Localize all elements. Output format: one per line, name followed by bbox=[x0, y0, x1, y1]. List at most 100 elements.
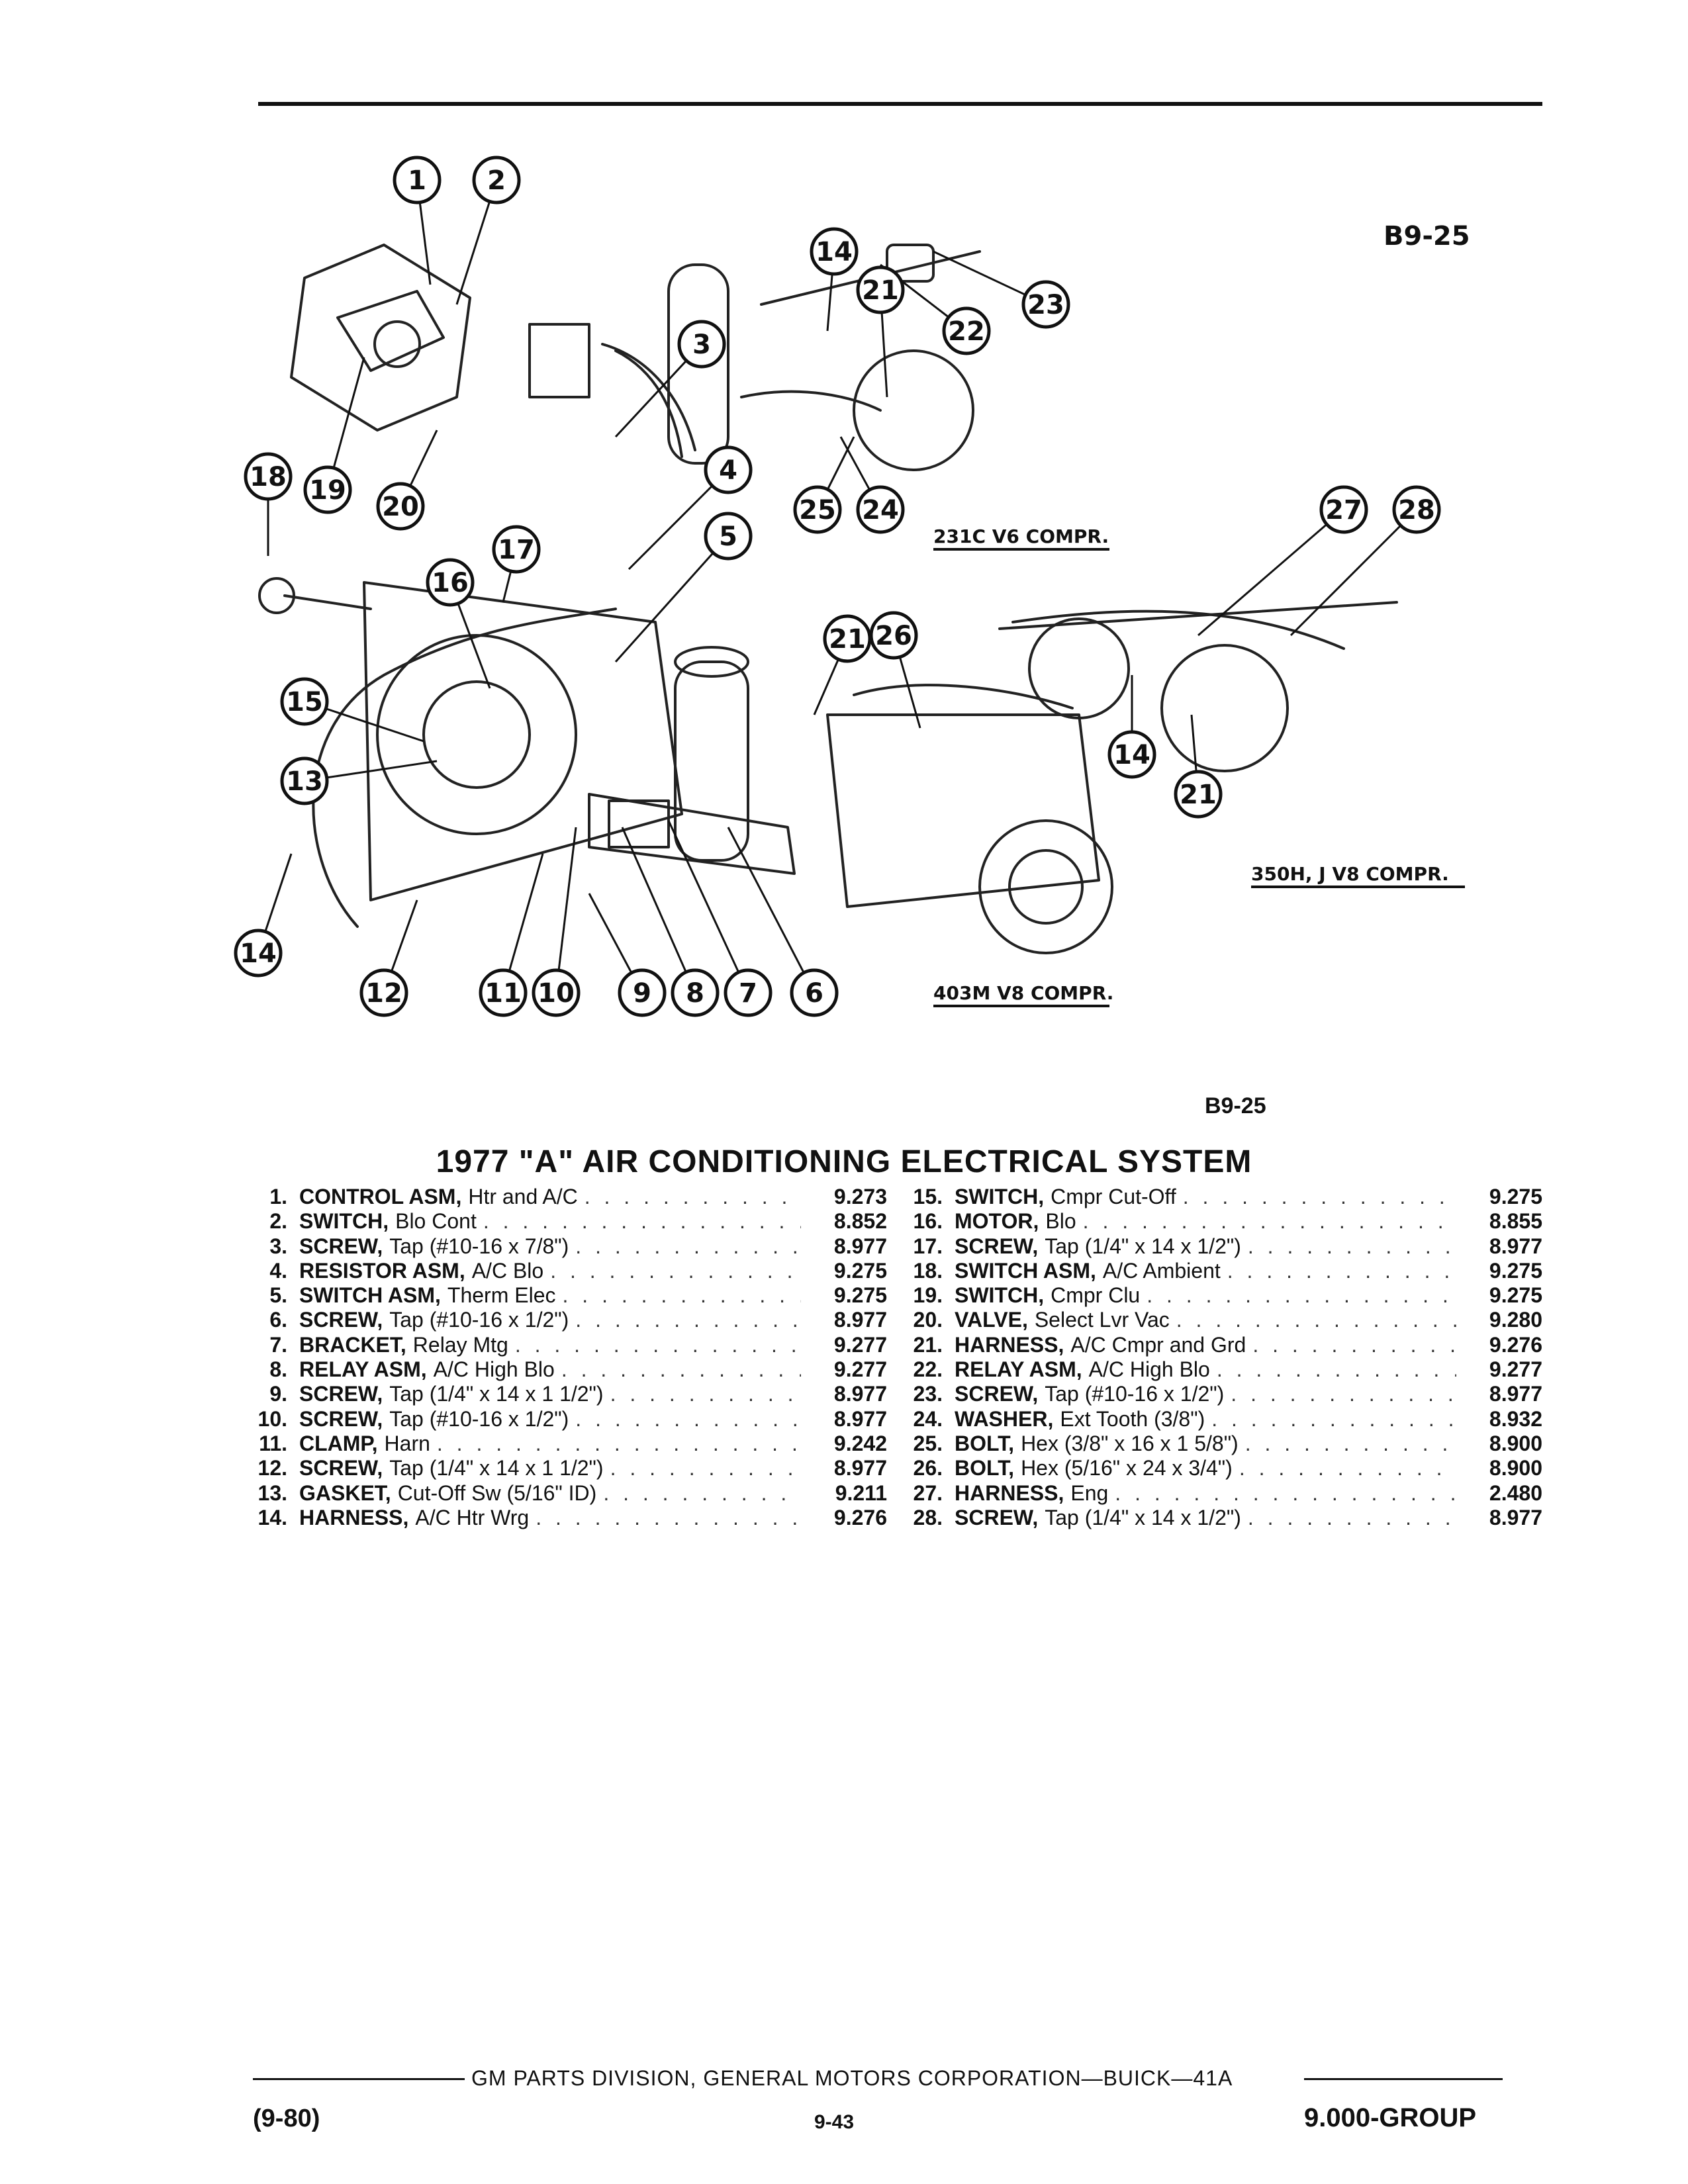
callout-circle bbox=[810, 227, 859, 276]
callout-9: 9 bbox=[618, 968, 667, 1017]
compressor-harness-drawing bbox=[853, 684, 1074, 709]
wire-bundle-drawing bbox=[601, 343, 696, 451]
dot-leader bbox=[1245, 1432, 1456, 1456]
dot-leader bbox=[1115, 1481, 1456, 1506]
part-row: 14.HARNESS,A/C Htr Wrg9.276 bbox=[238, 1506, 887, 1530]
part-number: 28. bbox=[913, 1505, 943, 1529]
part-group-number: 8.977 bbox=[1489, 1234, 1542, 1258]
callout-26: 26 bbox=[869, 611, 918, 660]
callout-circle bbox=[1021, 280, 1070, 329]
part-name: BRACKET, bbox=[299, 1332, 406, 1357]
part-name: GASKET, bbox=[299, 1480, 391, 1505]
part-group-number: 9.277 bbox=[1489, 1357, 1542, 1382]
callout-leader-line bbox=[621, 827, 696, 993]
footer-rule-left bbox=[253, 2078, 465, 2080]
part-description: A/C Blo bbox=[471, 1258, 544, 1283]
parts-list-left: 1.CONTROL ASM,Htr and A/C9.2732.SWITCH,B… bbox=[238, 1185, 887, 1530]
dot-leader bbox=[610, 1382, 801, 1406]
dot-leader bbox=[1183, 1185, 1456, 1209]
part-description: Eng bbox=[1070, 1480, 1109, 1505]
part-name: SCREW, bbox=[299, 1234, 383, 1258]
dot-leader bbox=[1227, 1259, 1456, 1283]
footer-group: 9.000-GROUP bbox=[1304, 2103, 1477, 2132]
callout-number: 10 bbox=[538, 978, 575, 1009]
callout-circle bbox=[856, 265, 905, 314]
callout-number: 4 bbox=[719, 455, 737, 486]
part-row: 28.SCREW,Tap (1/4" x 14 x 1/2")8.977 bbox=[894, 1506, 1542, 1530]
v6-relay-drawing bbox=[886, 244, 935, 283]
part-description: A/C High Blo bbox=[1088, 1357, 1210, 1382]
relay-bracket-drawing bbox=[588, 793, 796, 875]
callout-number: 12 bbox=[365, 978, 402, 1009]
dot-leader bbox=[563, 1283, 802, 1308]
callout-circle bbox=[359, 968, 408, 1017]
dot-leader bbox=[550, 1259, 801, 1283]
part-number: 23. bbox=[913, 1382, 943, 1406]
callout-7: 7 bbox=[724, 968, 773, 1017]
dot-leader bbox=[603, 1481, 801, 1506]
callout-18: 18 bbox=[244, 452, 293, 501]
part-row: 9.SCREW,Tap (1/4" x 14 x 1 1/2")8.977 bbox=[238, 1382, 887, 1406]
part-row: 13.GASKET,Cut-Off Sw (5/16" ID)9.211 bbox=[238, 1481, 887, 1506]
dot-leader bbox=[437, 1432, 801, 1456]
part-number: 10. bbox=[258, 1406, 287, 1431]
part-row: 25.BOLT,Hex (3/8" x 16 x 1 5/8")8.900 bbox=[894, 1432, 1542, 1456]
callout-6: 6 bbox=[790, 968, 839, 1017]
v8-350-harness-drawing bbox=[1011, 610, 1345, 650]
dot-leader bbox=[483, 1209, 801, 1234]
part-number: 27. bbox=[913, 1480, 943, 1505]
callout-circle bbox=[942, 306, 991, 355]
callout-13: 13 bbox=[280, 756, 329, 805]
blower-motor-drawing bbox=[422, 680, 531, 789]
callout-15: 15 bbox=[280, 677, 329, 726]
part-number: 24. bbox=[913, 1406, 943, 1431]
callout-1: 1 bbox=[393, 156, 442, 205]
callout-14: 14 bbox=[810, 227, 859, 276]
part-name: SCREW, bbox=[299, 1308, 383, 1332]
callout-number: 27 bbox=[1325, 495, 1362, 525]
part-row: 16.MOTOR,Blo8.855 bbox=[894, 1209, 1542, 1234]
part-group-number: 9.275 bbox=[833, 1258, 887, 1283]
plenum-drawing bbox=[363, 581, 683, 901]
part-name: BOLT, bbox=[955, 1456, 1015, 1480]
part-row: 20.VALVE,Select Lvr Vac9.280 bbox=[894, 1308, 1542, 1332]
part-description: Relay Mtg bbox=[412, 1332, 508, 1357]
part-row: 27.HARNESS,Eng2.480 bbox=[894, 1481, 1542, 1506]
resistor-drawing bbox=[528, 323, 590, 398]
control-assembly-drawing bbox=[290, 244, 471, 432]
callout-number: 16 bbox=[432, 568, 469, 598]
ambient-switch-drawing bbox=[258, 577, 295, 614]
part-name: CLAMP, bbox=[299, 1431, 378, 1455]
part-name: CONTROL ASM, bbox=[299, 1185, 462, 1208]
dot-leader bbox=[1231, 1382, 1456, 1406]
callout-circle bbox=[618, 968, 667, 1017]
dot-leader bbox=[575, 1308, 801, 1332]
part-number: 7. bbox=[269, 1332, 287, 1357]
part-description: A/C Cmpr and Grd bbox=[1070, 1332, 1246, 1357]
callout-leader-line bbox=[1197, 508, 1344, 637]
part-group-number: 8.977 bbox=[833, 1382, 887, 1406]
callout-number: 25 bbox=[799, 495, 836, 525]
part-group-number: 8.900 bbox=[1489, 1431, 1542, 1455]
callout-number: 21 bbox=[1180, 780, 1217, 810]
part-number: 3. bbox=[269, 1234, 287, 1258]
callout-2: 2 bbox=[472, 156, 521, 205]
part-description: Cut-Off Sw (5/16" ID) bbox=[397, 1480, 597, 1505]
dot-leader bbox=[1252, 1333, 1456, 1357]
part-row: 21.HARNESS,A/C Cmpr and Grd9.276 bbox=[894, 1333, 1542, 1357]
callout-number: 14 bbox=[816, 237, 853, 267]
top-rule bbox=[258, 102, 1542, 106]
callout-number: 15 bbox=[286, 687, 323, 717]
part-name: SWITCH ASM, bbox=[955, 1258, 1096, 1283]
callout-number: 11 bbox=[485, 978, 522, 1009]
v8-350-compressor-drawing bbox=[1028, 617, 1130, 719]
dot-leader bbox=[1176, 1308, 1456, 1332]
part-description: Tap (#10-16 x 7/8") bbox=[389, 1234, 569, 1258]
part-name: HARNESS, bbox=[955, 1332, 1064, 1357]
callout-leader-line bbox=[727, 827, 816, 993]
part-name: SWITCH, bbox=[955, 1185, 1045, 1208]
callout-circle bbox=[479, 968, 528, 1017]
callout-circle bbox=[472, 156, 521, 205]
v6-accumulator-drawing bbox=[667, 263, 729, 465]
callout-circle bbox=[1319, 485, 1368, 534]
